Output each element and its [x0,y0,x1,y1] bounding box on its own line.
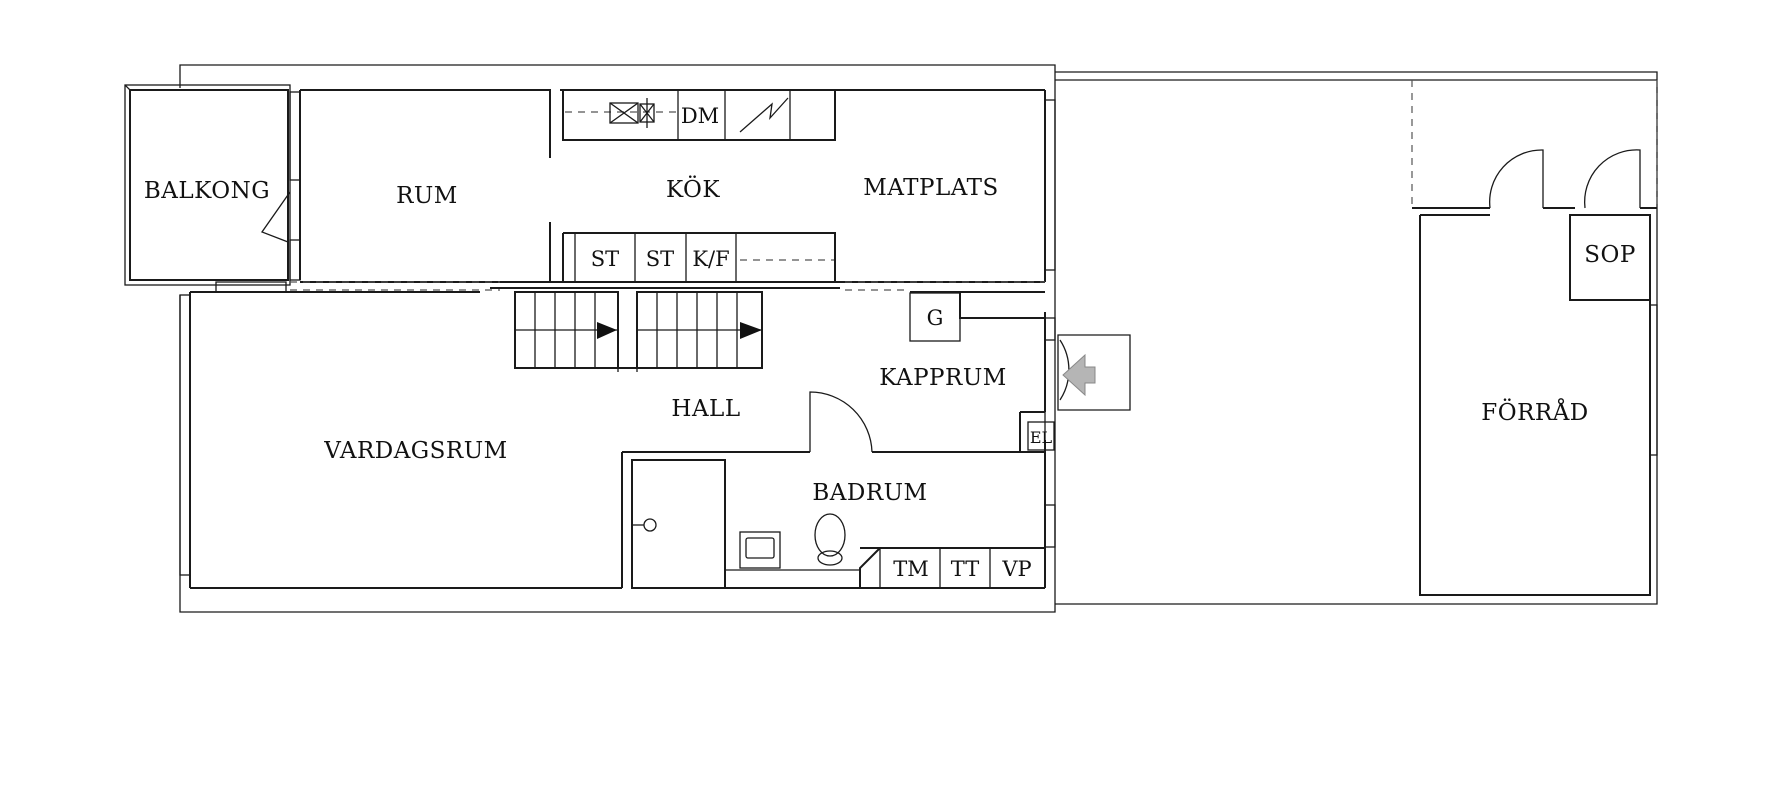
room-label-balkong: BALKONG [144,178,270,204]
room-label-kok: KÖK [666,176,720,203]
fixture-label-tt: TT [951,557,979,581]
fixture-label-g: G [927,306,944,330]
stairs [514,291,763,372]
room-label-hall: HALL [671,396,740,422]
room-label-rum: RUM [396,183,458,209]
bathroom-fixtures [631,459,1045,589]
fixture-label-el: EL [1030,428,1053,447]
fixture-labels: DM ST ST K/F G EL TM TT VP [591,104,1053,581]
storage [1412,149,1658,596]
beam-lines [290,80,1658,291]
fixture-label-kf: K/F [692,247,729,271]
doors [809,334,1131,453]
fixture-label-st-2: ST [646,247,674,271]
fixture-label-tm: TM [893,557,929,581]
fixture-label-st-1: ST [591,247,619,271]
kitchen-upper-counter [562,89,836,141]
room-label-badrum: BADRUM [812,480,927,506]
kitchen-lower-counter [490,232,840,289]
room-labels: BALKONG RUM KÖK MATPLATS VARDAGSRUM HALL… [144,175,1636,506]
closet-g [909,292,961,342]
entrance-arrow-icon [1062,353,1096,397]
room-label-matplats: MATPLATS [863,175,998,201]
room-label-sop: SOP [1584,242,1636,268]
fixture-label-dm: DM [681,104,719,128]
outer-outline [179,64,1658,613]
room-label-forrad: FÖRRÅD [1481,398,1589,426]
room-label-vardagsrum: VARDAGSRUM [323,438,507,464]
fixture-label-vp: VP [1001,557,1031,581]
room-label-kapprum: KAPPRUM [879,365,1007,391]
